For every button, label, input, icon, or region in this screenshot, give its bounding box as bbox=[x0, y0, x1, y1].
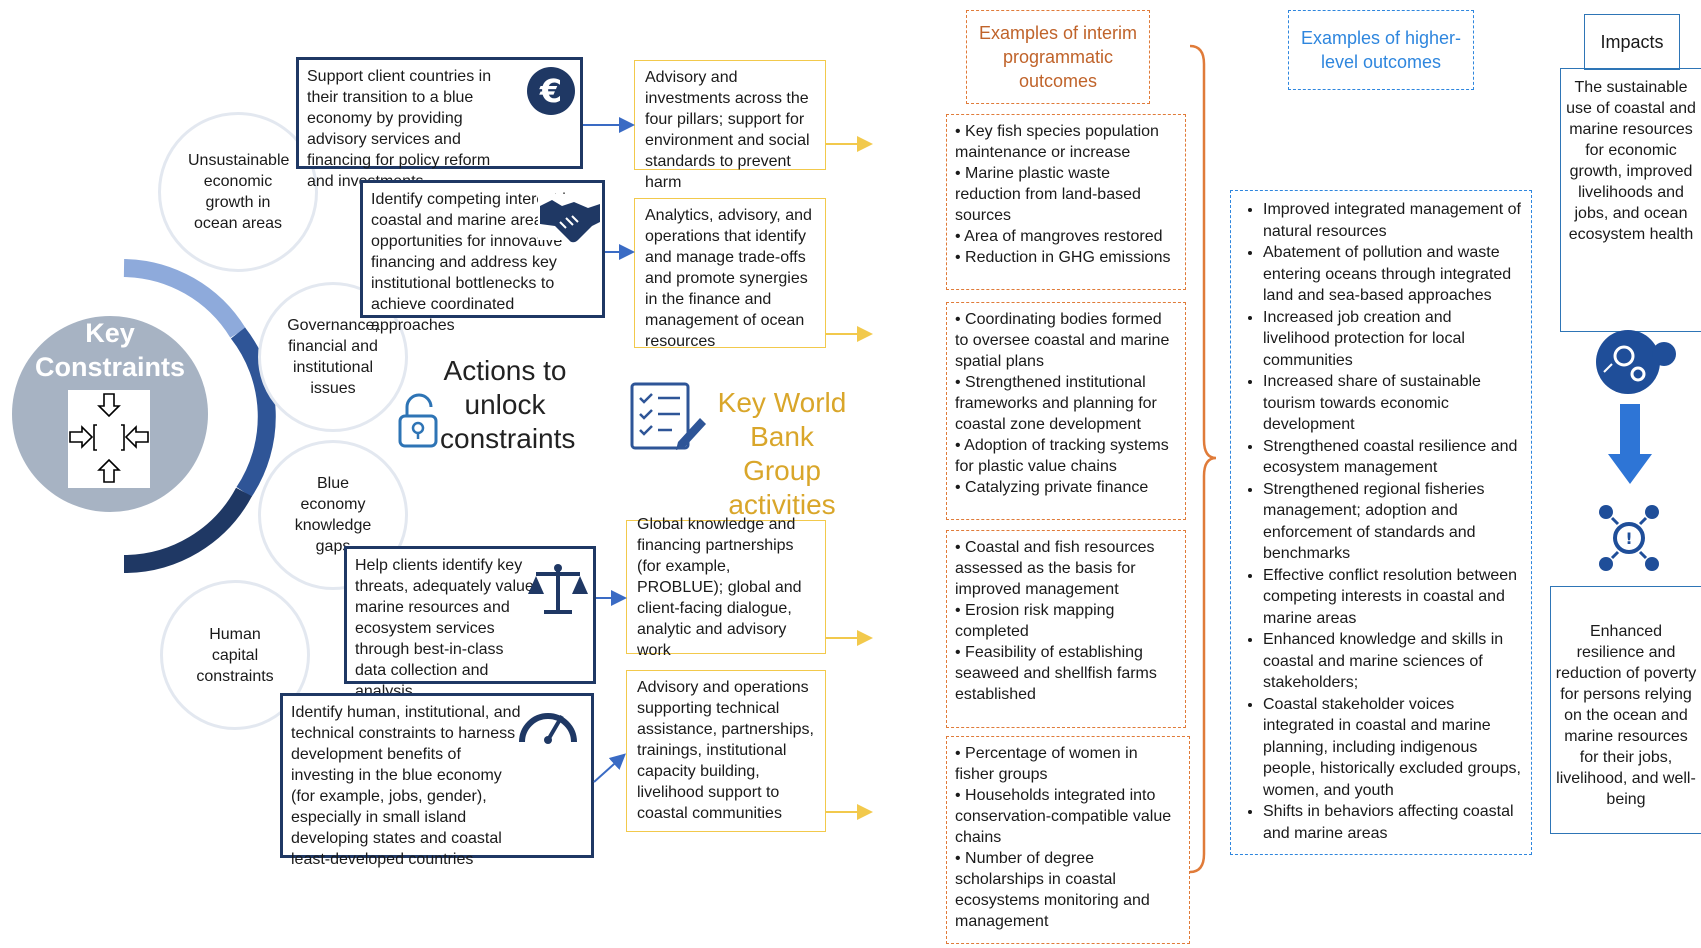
interim-item: • Number of degree scholarships in coast… bbox=[955, 850, 1150, 930]
interim-item: • Adoption of tracking systems for plast… bbox=[955, 437, 1169, 475]
interim-item: • Percentage of women in fisher groups bbox=[955, 745, 1138, 783]
higher-outcome-item: Abatement of pollution and waste enterin… bbox=[1263, 242, 1521, 307]
interim-item: • Strengthened institutional frameworks … bbox=[955, 374, 1157, 433]
interim-group-2: • Coordinating bodies formed to oversee … bbox=[946, 302, 1186, 520]
checklist-icon bbox=[630, 382, 706, 450]
interim-item: • Feasibility of establishing seaweed an… bbox=[955, 644, 1157, 703]
interim-item: • Area of mangroves restored bbox=[955, 228, 1163, 245]
higher-outcome-item: Increased job creation and livelihood pr… bbox=[1263, 307, 1521, 372]
svg-text:€: € bbox=[539, 72, 562, 110]
interim-item: • Marine plastic waste reduction from la… bbox=[955, 165, 1141, 224]
network-icon: ! bbox=[1599, 505, 1659, 571]
handshake-icon bbox=[538, 194, 602, 243]
interim-group-4: • Percentage of women in fisher groups •… bbox=[946, 736, 1190, 944]
arc-segment-1 bbox=[123, 259, 246, 338]
higher-outcomes-box: Improved integrated management of natura… bbox=[1230, 190, 1532, 855]
interim-item: • Households integrated into conservatio… bbox=[955, 787, 1172, 846]
higher-outcome-item: Increased share of sustainable tourism t… bbox=[1263, 371, 1521, 436]
action-box-4: Identify human, institutional, and techn… bbox=[280, 693, 594, 868]
activities-heading: Key World Bank Group activities bbox=[717, 387, 847, 520]
higher-outcome-item: Shifts in behaviors affecting coastal an… bbox=[1263, 801, 1521, 844]
arc-segment-3 bbox=[123, 487, 252, 573]
impacts-heading: Impacts bbox=[1584, 14, 1680, 70]
higher-outcomes-heading: Examples of higher-level outcomes bbox=[1288, 10, 1474, 90]
activity-box-2: Analytics, advisory, and operations that… bbox=[634, 198, 826, 350]
interim-item: • Coastal and fish resources assessed as… bbox=[955, 539, 1155, 598]
interim-group-1: • Key fish species population maintenanc… bbox=[946, 114, 1186, 290]
constraints-graphic bbox=[12, 259, 276, 573]
impact-box-2: Enhanced resilience and reduction of pov… bbox=[1550, 586, 1701, 834]
down-arrow-icon bbox=[1608, 404, 1652, 484]
key-constraints-title: Key Constraints bbox=[34, 318, 186, 382]
arrow-action-4 bbox=[593, 753, 626, 783]
interim-item: • Coordinating bodies formed to oversee … bbox=[955, 311, 1170, 370]
outcomes-bracket bbox=[1189, 44, 1217, 874]
euro-icon: € bbox=[527, 67, 575, 115]
arc-segment-2 bbox=[230, 327, 276, 497]
interim-outcomes-heading: Examples of interim programmatic outcome… bbox=[966, 10, 1150, 104]
higher-outcome-item: Strengthened coastal resilience and ecos… bbox=[1263, 436, 1521, 479]
activity-box-3: Global knowledge and financing partnersh… bbox=[626, 516, 826, 659]
constraint-circle-1: Unsustainable economic growth in ocean a… bbox=[158, 112, 318, 272]
arrows-inward-icon bbox=[69, 393, 149, 483]
higher-outcome-item: Enhanced knowledge and skills in coastal… bbox=[1263, 629, 1521, 694]
gauge-icon bbox=[519, 713, 577, 744]
interim-item: • Erosion risk mapping completed bbox=[955, 602, 1115, 640]
higher-outcome-item: Effective conflict resolution between co… bbox=[1263, 565, 1521, 630]
actions-heading: Actions to unlock constraints bbox=[440, 355, 576, 454]
interim-item: • Catalyzing private finance bbox=[955, 479, 1149, 496]
higher-outcome-item: Improved integrated management of natura… bbox=[1263, 199, 1521, 242]
gears-icon bbox=[1596, 330, 1676, 394]
interim-group-3: • Coastal and fish resources assessed as… bbox=[946, 530, 1186, 728]
padlock-icon bbox=[398, 393, 438, 448]
svg-text:!: ! bbox=[1625, 529, 1632, 548]
activity-box-1: Advisory and investments across the four… bbox=[634, 60, 826, 191]
activity-box-4: Advisory and operations supporting techn… bbox=[626, 670, 826, 832]
interim-item: • Reduction in GHG emissions bbox=[955, 249, 1171, 266]
impact-box-1: The sustainable use of coastal and marin… bbox=[1560, 68, 1701, 332]
interim-item: • Key fish species population maintenanc… bbox=[955, 123, 1159, 161]
scales-icon bbox=[528, 564, 588, 614]
higher-outcome-item: Coastal stakeholder voices integrated in… bbox=[1263, 694, 1521, 802]
higher-outcome-item: Strengthened regional fisheries manageme… bbox=[1263, 479, 1521, 565]
